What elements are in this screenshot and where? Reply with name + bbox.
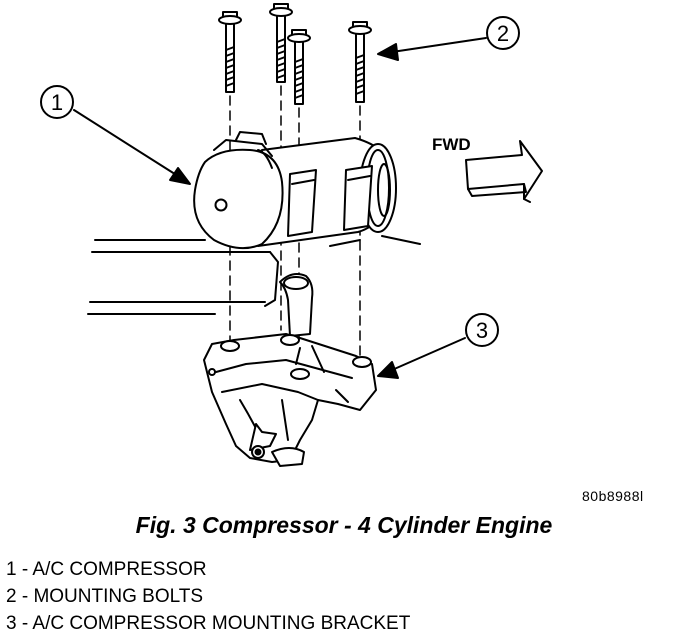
mounting-bolt [287,29,311,105]
mounting-bolt [218,11,242,93]
compressor-illustration: 1 2 3 FWD [40,3,543,467]
callout-2-number: 2 [497,21,509,46]
direction-label: FWD [432,135,471,154]
mounting-bolt [348,21,372,103]
legend-item: 2 - MOUNTING BOLTS [6,586,204,607]
callout-2 [377,16,520,61]
legend-item: 1 - A/C COMPRESSOR [6,559,207,580]
engine-block-lines [87,235,421,315]
callout-1-number: 1 [51,90,63,115]
mounting-bolts [218,3,372,105]
callout-1 [40,85,191,185]
fwd-arrow-icon [465,140,543,203]
callout-3 [377,313,499,379]
figure-caption: Fig. 3 Compressor - 4 Cylinder Engine [135,512,553,538]
mounting-bolt [269,3,293,83]
callout-3-number: 3 [476,318,488,343]
legend-item: 3 - A/C COMPRESSOR MOUNTING BRACKET [6,613,411,634]
mounting-bracket [203,273,377,467]
ac-compressor [193,131,397,250]
legend: 1 - A/C COMPRESSOR 2 - MOUNTING BOLTS 3 … [6,556,410,637]
figure-id: 80b8988l [582,488,644,504]
